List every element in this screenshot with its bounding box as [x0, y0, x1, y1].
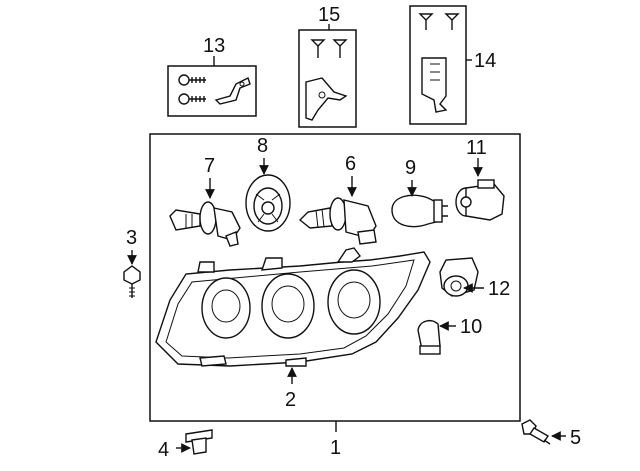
part-9-bulb[interactable]	[391, 194, 448, 228]
part-15-kit[interactable]	[298, 24, 357, 128]
callout-5: 5	[570, 427, 581, 449]
callout-11: 11	[466, 137, 487, 159]
callout-8: 8	[257, 135, 268, 157]
part-8-socket-cover[interactable]	[245, 174, 291, 232]
callout-1: 1	[330, 437, 341, 459]
part-14-kit[interactable]	[409, 5, 472, 125]
callout-12: 12	[488, 278, 510, 300]
part-3-bolt[interactable]	[123, 265, 141, 298]
callout-2: 2	[285, 389, 296, 411]
part-6-bulb[interactable]	[298, 197, 377, 245]
part-13-kit[interactable]	[167, 56, 257, 117]
bracket-icon	[305, 77, 348, 121]
part-10-bulb[interactable]	[417, 319, 441, 355]
callout-10: 10	[460, 316, 482, 338]
callout-15: 15	[318, 4, 340, 26]
callout-7: 7	[204, 155, 215, 177]
part-5-bolt[interactable]	[521, 419, 551, 445]
callout-9: 9	[405, 157, 416, 179]
callout-4: 4	[158, 439, 169, 461]
part-2-headlamp-housing[interactable]	[155, 247, 431, 367]
screw-icon	[310, 39, 348, 58]
bolt-icon	[178, 74, 206, 105]
callout-13: 13	[203, 35, 225, 57]
bracket-icon	[421, 57, 448, 113]
part-4-clip[interactable]	[185, 429, 213, 455]
screw-icon	[418, 13, 460, 30]
callout-6: 6	[345, 153, 356, 175]
part-12-socket[interactable]	[439, 257, 479, 297]
callout-14: 14	[474, 50, 496, 72]
callout-3: 3	[126, 227, 137, 249]
part-11-socket[interactable]	[455, 179, 505, 221]
bracket-icon	[214, 77, 251, 105]
part-7-bulb[interactable]	[169, 201, 241, 247]
